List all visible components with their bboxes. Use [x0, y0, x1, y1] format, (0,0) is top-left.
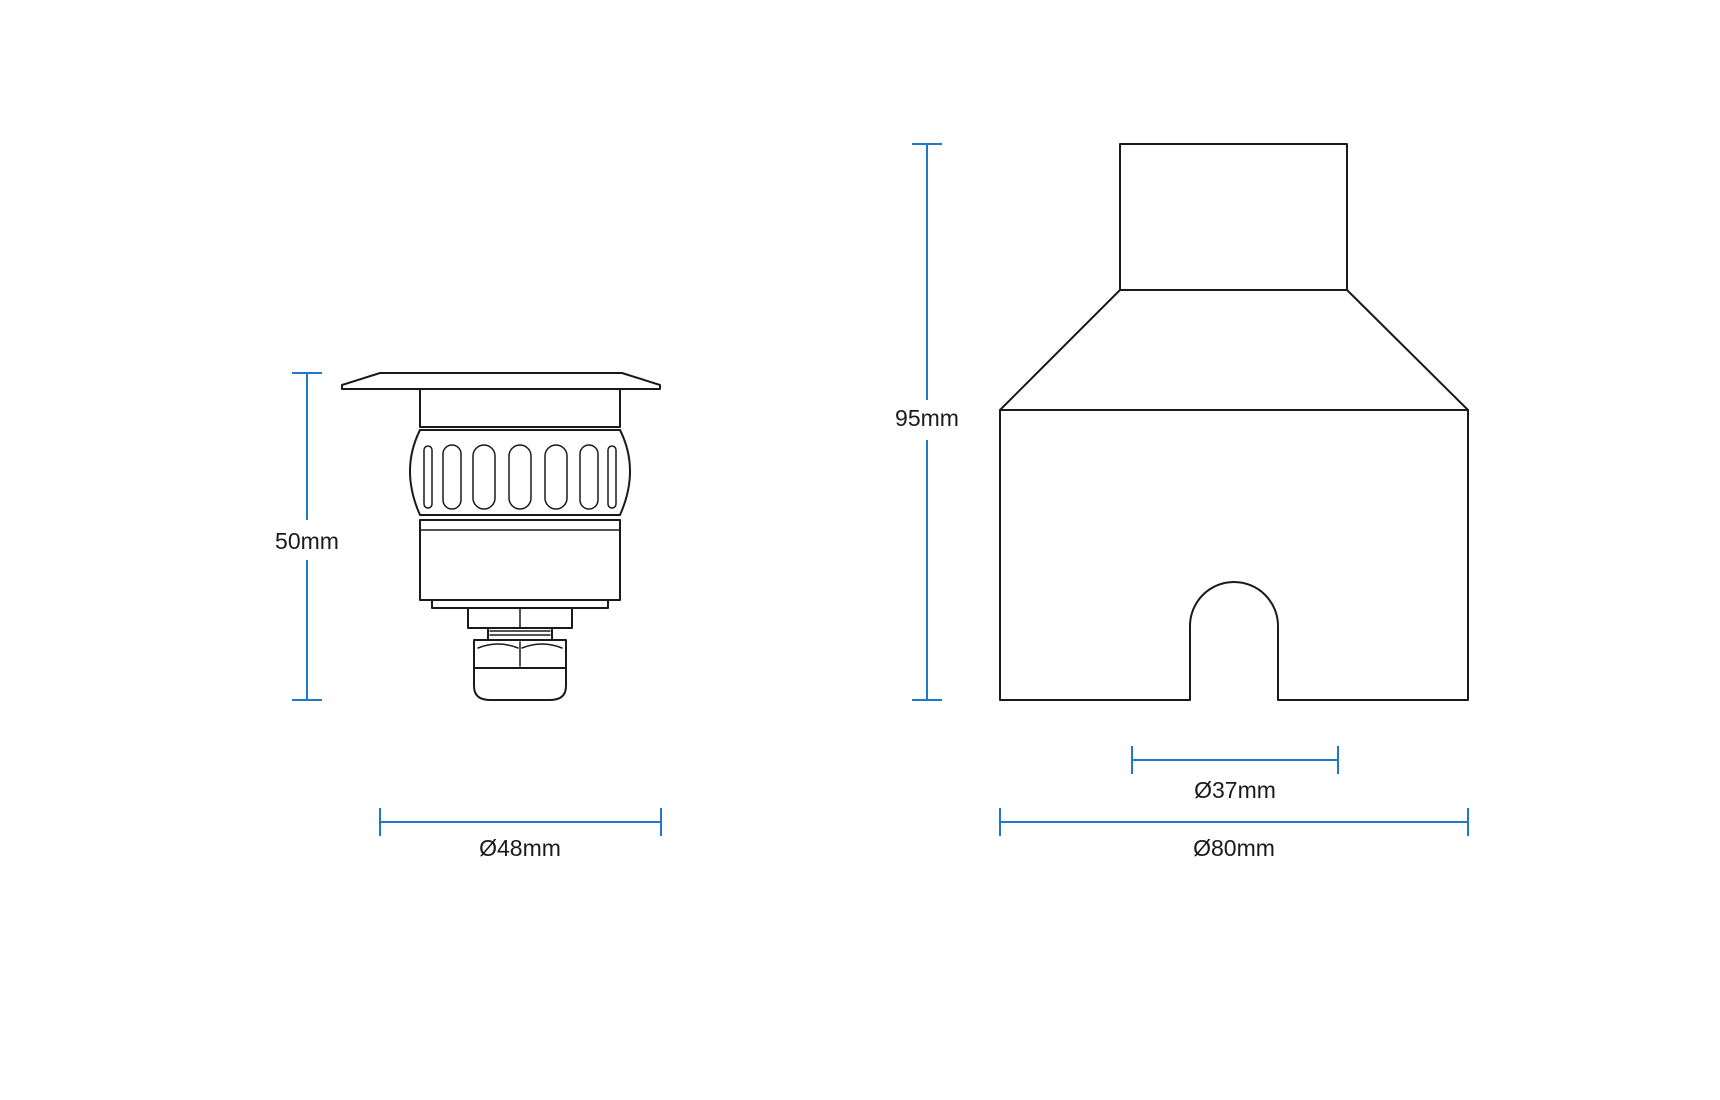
fin [472, 444, 496, 510]
thread-ring [487, 627, 553, 641]
outer-diameter-label: Ø80mm [1193, 835, 1275, 861]
fin [607, 445, 617, 509]
cable-gland-dome [473, 667, 567, 701]
sleeve-top-neck [1119, 143, 1348, 291]
fitting-thread [487, 627, 553, 641]
fin [442, 444, 462, 510]
fin [544, 444, 568, 510]
fitting-collar [419, 388, 621, 428]
fitting-flange [341, 372, 661, 390]
light-fitting-drawing [341, 372, 661, 701]
height-label: 50mm [275, 528, 339, 554]
dimension-diameter-48: Ø48mm [379, 808, 662, 861]
fin [423, 445, 433, 509]
fitting-step [431, 599, 609, 609]
sleeve-base [999, 409, 1469, 701]
dimension-height-50: 50mm [275, 372, 339, 701]
fin [579, 444, 599, 510]
height-label: 95mm [895, 405, 959, 431]
dimension-diameter-80: Ø80mm [999, 808, 1469, 861]
sleeve-shoulder [999, 289, 1469, 411]
diameter-label: Ø48mm [479, 835, 561, 861]
dimension-diameter-37: Ø37mm [1131, 746, 1339, 803]
sleeve-drawing [999, 143, 1469, 701]
inner-diameter-label: Ø37mm [1194, 777, 1276, 803]
fitting-lower-body [419, 519, 621, 601]
dimension-height-95: 95mm [895, 143, 959, 701]
gland-hex-curve [477, 643, 563, 649]
fitting-fins [423, 444, 617, 510]
fin [508, 444, 532, 510]
